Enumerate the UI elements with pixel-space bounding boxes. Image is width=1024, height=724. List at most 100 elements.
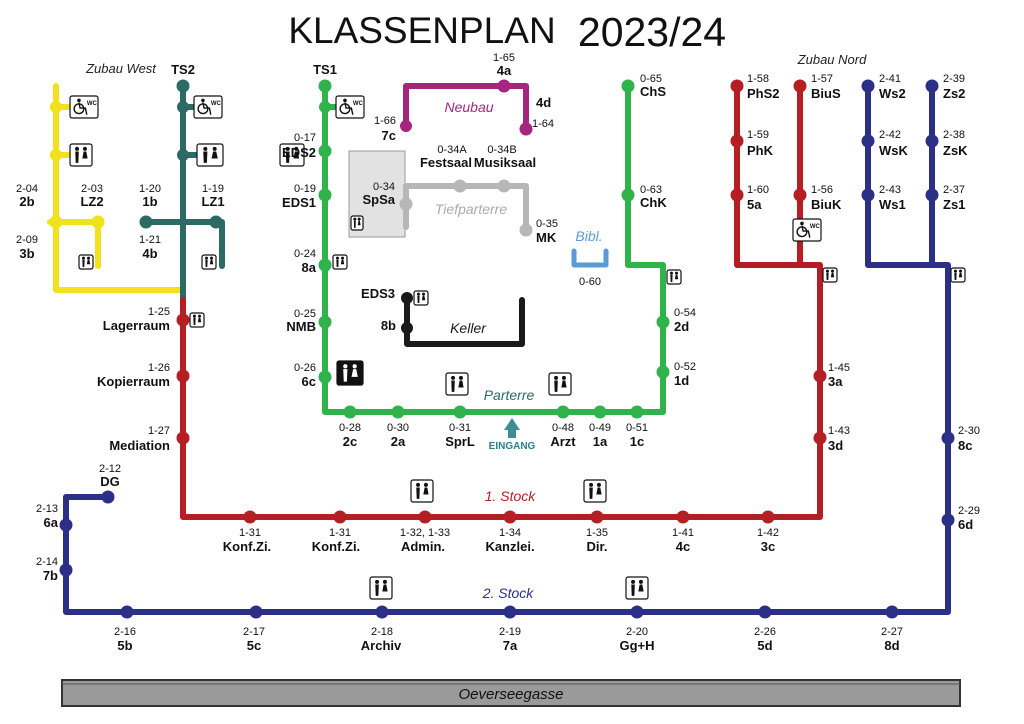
station-code: 2-41	[879, 73, 901, 85]
label-parterre: Parterre	[484, 387, 535, 403]
station-dot	[593, 405, 607, 419]
station-code: 1-64	[532, 118, 554, 130]
station-name: 2c	[343, 434, 357, 449]
line-stock2	[63, 83, 951, 615]
station-name: 6c	[302, 374, 316, 389]
station-name: Archiv	[361, 638, 402, 653]
station-name: Zs1	[943, 197, 965, 212]
station-eds3[interactable]: EDS3	[361, 286, 395, 301]
station-ts1[interactable]: TS1	[313, 62, 337, 93]
station-code: 1-56	[811, 184, 833, 196]
station-bib[interactable]: 0-60	[579, 276, 601, 288]
station-code: 1-31	[239, 527, 261, 539]
station-code: 2-17	[243, 626, 265, 638]
station-dot	[176, 313, 190, 327]
street-label: Oeverseegasse	[458, 686, 563, 703]
station-code: 1-58	[747, 73, 769, 85]
station-dot	[453, 179, 467, 193]
station-name: 3a	[828, 374, 843, 389]
station-name: EDS3	[361, 286, 395, 301]
station-code: 2-04	[16, 183, 38, 195]
restroom-icon	[279, 143, 305, 167]
line-stock1	[180, 83, 823, 520]
station-8b[interactable]: 8b	[381, 318, 396, 333]
station-code: 2-20	[626, 626, 648, 638]
station-dot	[861, 79, 875, 93]
station-dot	[343, 405, 357, 419]
station-name: ZsK	[943, 143, 968, 158]
station-ts2[interactable]: TS2	[171, 62, 195, 93]
station-dot	[59, 563, 73, 577]
station-dot	[318, 258, 332, 272]
line-bibl	[571, 248, 609, 268]
station-code: 2-30	[958, 425, 980, 437]
line-parterre	[322, 83, 666, 415]
station-code: 2-12	[99, 463, 121, 475]
junction-dot	[400, 198, 412, 210]
station-dot	[243, 510, 257, 524]
restroom-icon	[336, 360, 364, 386]
station-dot	[418, 510, 432, 524]
restroom-icon	[583, 479, 607, 503]
restroom-icon	[78, 254, 94, 270]
